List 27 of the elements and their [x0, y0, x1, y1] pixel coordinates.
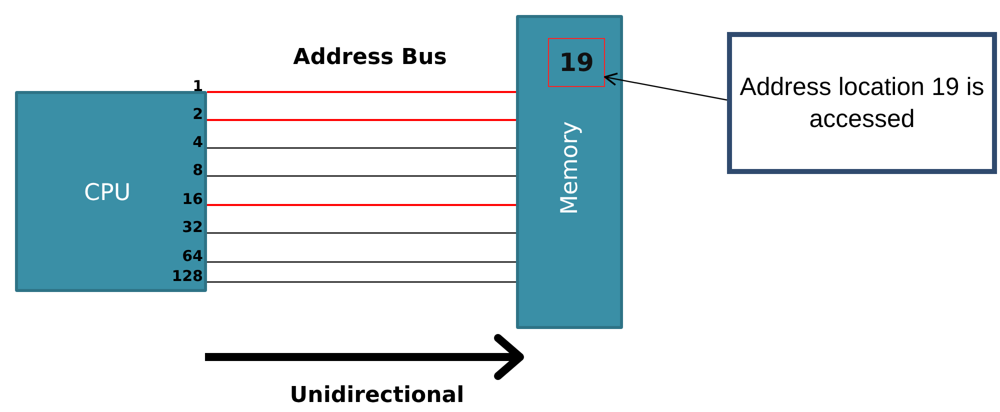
bus-line-number: 2 [192, 107, 203, 122]
bus-title: Address Bus [293, 45, 447, 70]
direction-label: Unidirectional [290, 383, 464, 408]
bus-line [207, 261, 516, 263]
address-cell [548, 38, 605, 87]
block-label: CPU [84, 180, 131, 206]
bus-line [207, 232, 516, 234]
bus-line [207, 175, 516, 177]
bus-line-number: 8 [192, 163, 203, 178]
bus-line-number: 64 [181, 249, 203, 264]
bus-line [207, 91, 516, 93]
memory-block [516, 15, 623, 329]
bus-line-number: 1 [192, 79, 203, 94]
callout-box [727, 32, 997, 174]
address-value: 19 [559, 48, 594, 77]
bus-line [207, 147, 516, 149]
cpu-block [15, 91, 207, 292]
block-label: Memory [556, 121, 582, 215]
arrow [604, 72, 728, 101]
bus-line-number: 16 [181, 192, 203, 207]
bus-line-number: 4 [192, 135, 203, 150]
bus-line [207, 119, 516, 121]
bus-line [207, 204, 516, 206]
bus-line-number: 32 [181, 220, 203, 235]
bus-line [207, 281, 516, 283]
bus-line-number: 128 [170, 269, 203, 284]
callout-text: Address location 19 is accessed [738, 72, 986, 135]
